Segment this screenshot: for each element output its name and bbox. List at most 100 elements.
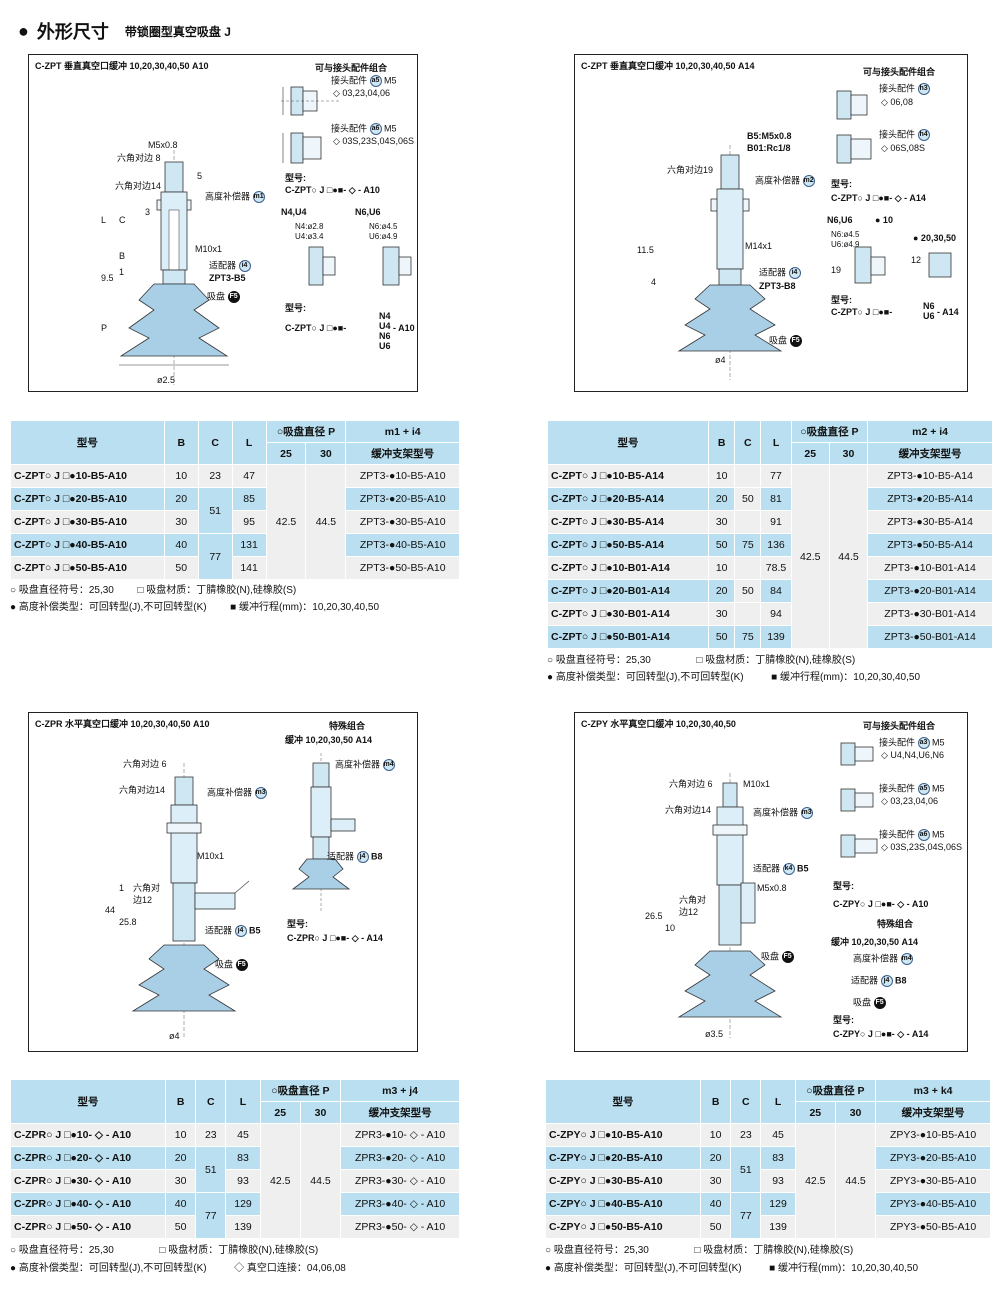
dim-19: 19: [831, 265, 842, 275]
adapter2-label: 适配器: [327, 851, 355, 862]
page-subtitle: 带锁圈型真空吸盘 J: [124, 24, 231, 39]
fitting-n6-drawing: [854, 246, 886, 284]
n6-dim: N6:ø4.5: [369, 222, 398, 231]
table-cell-B: 20: [708, 487, 736, 511]
hex-6-label: 六角对边 6: [123, 759, 167, 769]
n4-dim: N4:ø2.8: [295, 222, 324, 231]
fitting-a5-drawing: [281, 86, 341, 116]
table-cell-L: 84: [760, 579, 792, 603]
legend-t3-row1: ○ 吸盘直径符号：25,30 □ 吸盘材质：丁腈橡胶(N),硅橡胶(S): [10, 1242, 318, 1259]
table-cell-L: 95: [231, 510, 267, 534]
n6-dim: N6:ø4.5: [831, 230, 860, 239]
table-cell-C: 23: [730, 1123, 762, 1147]
model-string-2: C-ZPY○ J □●■- ◇ - A14: [833, 1029, 929, 1039]
table-cell-B: 30: [708, 602, 736, 626]
fitting-a5-label: 接头配件: [879, 783, 916, 794]
table-cell-L: 45: [225, 1123, 261, 1147]
table-cell-C: 51: [197, 487, 233, 534]
table-cell-model: C-ZPY○ J □●50-B5-A10: [544, 1215, 702, 1239]
table-cell-model: C-ZPR○ J □●30- ◇ - A10: [9, 1169, 167, 1193]
adapter-b5: B5: [249, 925, 261, 936]
table-cell-frame: ZPT3-●50-B5-A10: [345, 556, 460, 580]
adapter-model: ZPT3-B8: [759, 281, 796, 291]
table-cell-model: C-ZPT○ J □●30-B01-A14: [546, 602, 710, 626]
fitting-a6-label: 接头配件: [331, 123, 368, 134]
fitting-a5-options: ◇ 03,23,04,06: [881, 796, 938, 806]
model-string: C-ZPT○ J □●■- ◇ - A14: [831, 193, 926, 203]
fitting-h3-line: 接头配件 h3: [879, 83, 930, 95]
drawing-c-zpr: C-ZPR 水平真空口缓冲 10,20,30,40,50 A10 特殊组合 缓冲…: [28, 712, 418, 1052]
cup-label: 吸盘: [769, 335, 788, 346]
adapter-label: 适配器: [759, 267, 787, 278]
table-cell-frame: ZPY3-●50-B5-A10: [875, 1215, 991, 1239]
compensator2-label: 高度补偿器: [853, 953, 899, 964]
compensator-line: 高度补偿器 m2: [755, 175, 815, 187]
legend-t4-row2: ● 高度补偿类型：可回转型(J),不可回转型(K) ■ 缓冲行程(mm)：10,…: [545, 1260, 918, 1277]
table-cell-model: C-ZPT○ J □●20-B5-A10: [10, 487, 165, 511]
spec-table-c-zpr: 型号 B C L ○吸盘直径 P m3 + j4 25 30 缓冲支架型号 C-…: [9, 1079, 460, 1239]
legend-text: ■ 缓冲行程(mm)：10,20,30,40,50: [771, 672, 921, 683]
table-cell-p30: 44.5: [299, 1123, 342, 1239]
dim-95: 9.5: [101, 273, 114, 283]
col-L: L: [760, 1079, 796, 1124]
table-cell-B: 30: [165, 1169, 197, 1193]
table-cell-L: 78.5: [760, 556, 792, 580]
col-model: 型号: [9, 1079, 167, 1124]
col-code: m3 + j4: [340, 1079, 460, 1102]
hex-12b-label: 边12: [679, 907, 699, 917]
compensator-code-icon: m2: [802, 175, 815, 187]
table-cell-L: 81: [760, 487, 792, 511]
legend-text: □ 吸盘材质：丁腈橡胶(N),硅橡胶(S): [696, 655, 856, 666]
table-cell-C: 51: [195, 1146, 227, 1193]
assembly-main-drawing: [131, 763, 250, 1038]
spec-table-c-zpy: 型号 B C L ○吸盘直径 P m3 + k4 25 30 缓冲支架型号 C-…: [544, 1079, 991, 1239]
col-p25: 25: [790, 442, 830, 465]
table-cell-L: 129: [225, 1192, 261, 1216]
compensator2-line: 高度补偿器 m4: [853, 953, 913, 965]
adapter-line: 适配器 k4 B5: [753, 863, 809, 875]
adapter-line: 适配器 i4: [209, 260, 251, 272]
dim-44: 44: [105, 905, 116, 915]
cup-line: 吸盘 F5: [207, 291, 240, 303]
hex-12-label: 六角对: [679, 895, 707, 905]
col-code: m2 + i4: [867, 420, 993, 443]
fitting-a6-label: 接头配件: [879, 829, 916, 840]
col-C: C: [195, 1079, 227, 1124]
table-cell-model: C-ZPY○ J □●10-B5-A10: [544, 1123, 702, 1147]
group-20-30-50: ● 20,30,50: [913, 233, 956, 243]
col-P: ○吸盘直径 P: [265, 420, 347, 443]
legend-text: ○ 吸盘直径符号：25,30: [547, 655, 651, 666]
table-cell-B: 20: [700, 1146, 732, 1170]
fitting-h3-code-icon: h3: [917, 83, 930, 95]
dim-265: 26.5: [645, 911, 663, 921]
cup2-label: 吸盘: [853, 997, 872, 1008]
model-label-2: 型号:: [285, 303, 306, 313]
dia-label: ø4: [169, 1031, 180, 1041]
table-cell-model: C-ZPT○ J □●50-B5-A14: [546, 533, 710, 557]
col-P: ○吸盘直径 P: [794, 1079, 877, 1102]
thread-m10: M10x1: [195, 244, 223, 254]
cup-label: 吸盘: [215, 959, 234, 970]
u4-dim: U4:ø3.4: [295, 232, 324, 241]
col-p30: 30: [299, 1101, 342, 1124]
table-cell-model: C-ZPR○ J □●20- ◇ - A10: [9, 1146, 167, 1170]
table-cell-C: 75: [734, 625, 762, 649]
table-cell-model: C-ZPY○ J □●40-B5-A10: [544, 1192, 702, 1216]
adapter-code-icon: i4: [238, 260, 251, 272]
cup-code-icon: F5: [227, 291, 240, 303]
compensator2-line: 高度补偿器 m4: [335, 759, 395, 771]
table-cell-frame: ZPT3-●30-B5-A10: [345, 510, 460, 534]
col-p30: 30: [305, 442, 347, 465]
thread-m10: M10x1: [197, 851, 225, 861]
n4u4-title: N4,U4: [281, 207, 307, 217]
col-p30: 30: [828, 442, 869, 465]
col-model: 型号: [546, 420, 710, 465]
model-options-2: N4 U4 N6 U6: [379, 311, 391, 351]
fitting-a6-line: 接头配件 a6 M5: [879, 829, 945, 841]
fitting-a3-label: 接头配件: [879, 737, 916, 748]
model-tail-2: - A14: [937, 307, 959, 317]
combo-title: 可与接头配件组合: [315, 63, 388, 73]
table-cell-frame: ZPT3-●20-B01-A14: [867, 579, 993, 603]
drawing-heading: C-ZPY 水平真空口缓冲 10,20,30,40,50: [581, 719, 736, 729]
hex-12-label: 六角对: [133, 883, 161, 893]
